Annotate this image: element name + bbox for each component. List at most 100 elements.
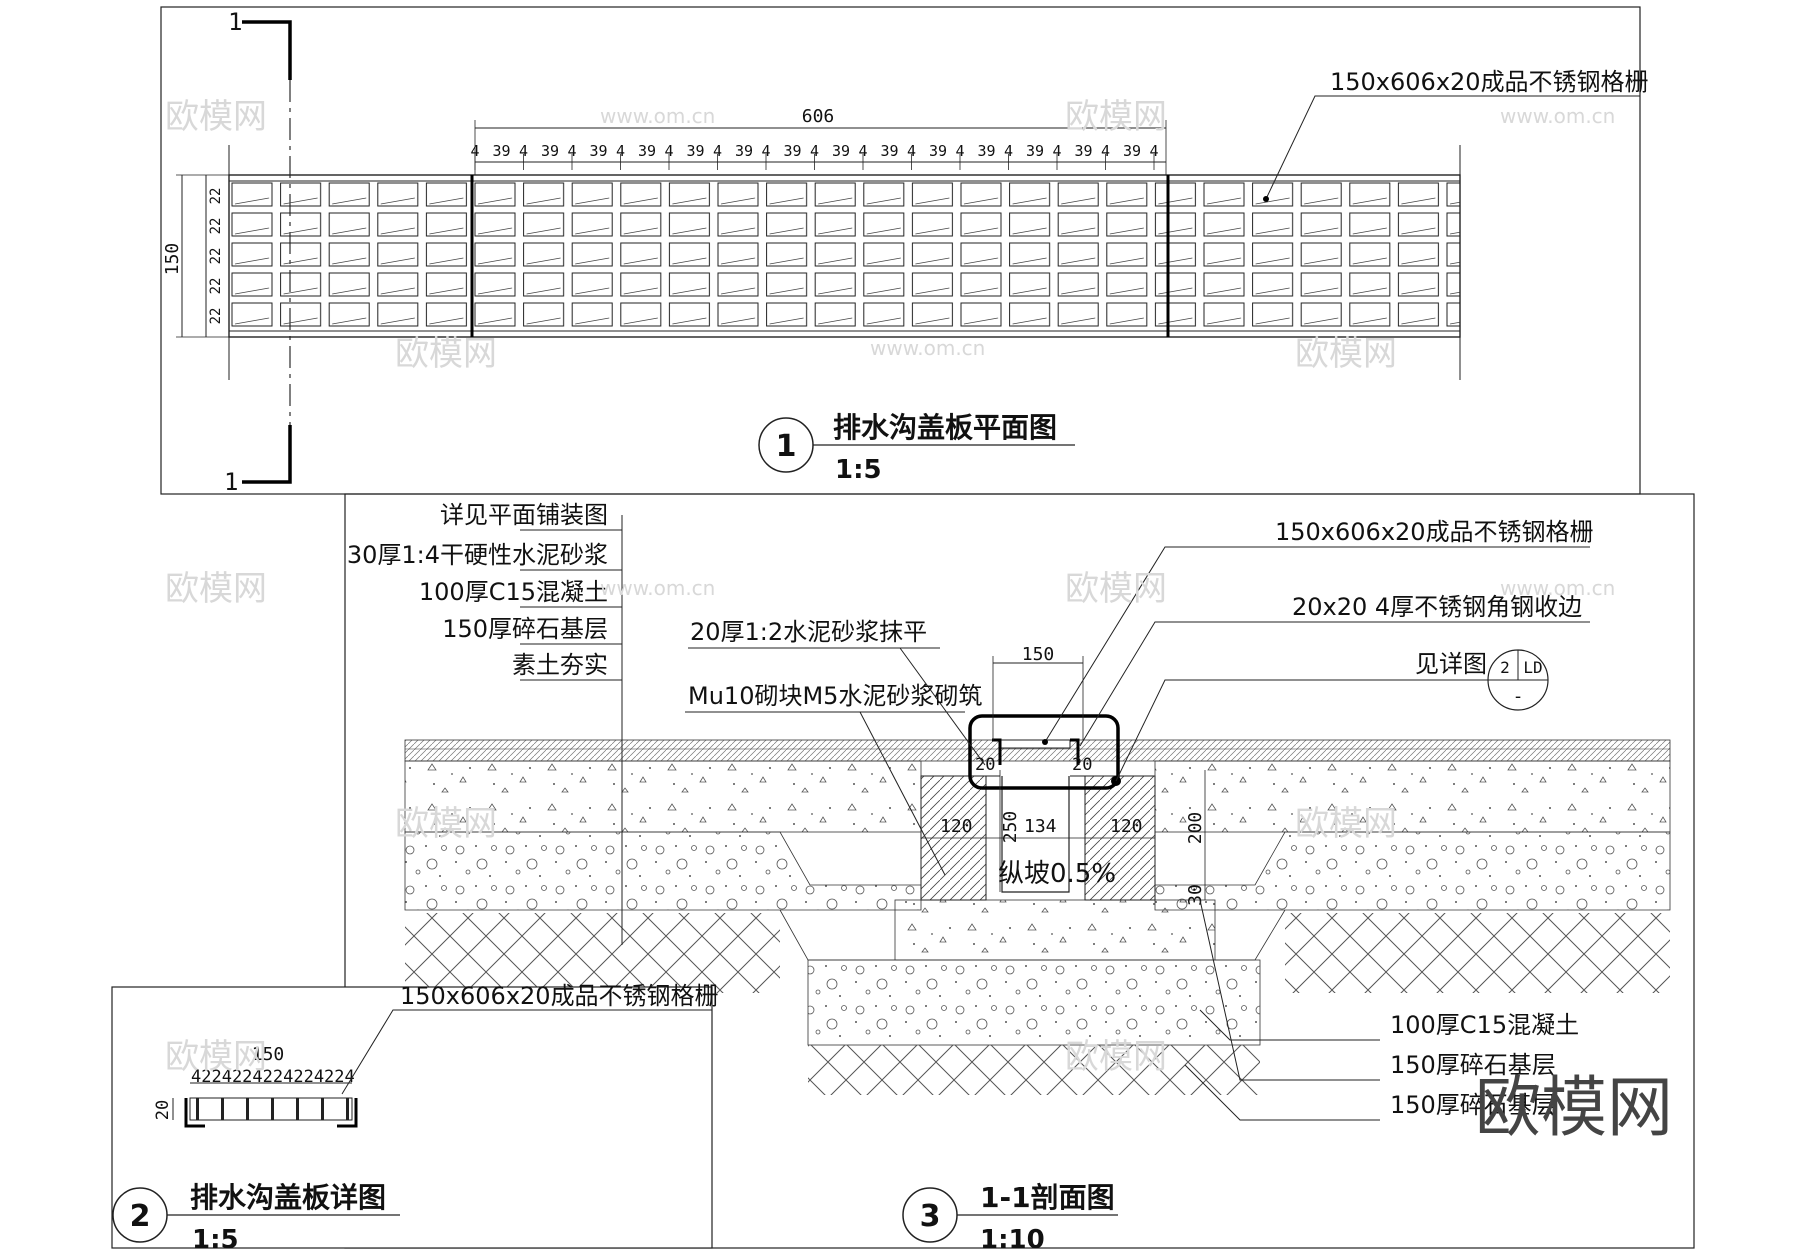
section-slope: 纵坡0.5% xyxy=(998,859,1116,889)
section-title: 1-1剖面图 xyxy=(980,1181,1115,1214)
angle-leader xyxy=(1079,621,1590,747)
earth-hatch-bottom xyxy=(808,1045,1260,1095)
detail-bar xyxy=(196,1098,199,1120)
masonry-leader xyxy=(859,711,946,876)
plan-dim-gap: 39 xyxy=(881,142,899,160)
plan-dim-gap: 39 xyxy=(1075,142,1093,160)
watermark-logo: 欧模网 xyxy=(395,334,497,374)
left-layer-label: 150厚碎石基层 xyxy=(442,615,608,643)
plan-dim-row: 22 xyxy=(208,278,224,295)
watermark-url: www.om.cn xyxy=(600,576,715,600)
watermark-logo: 欧模网 xyxy=(395,804,497,844)
watermark-logo: 欧模网 xyxy=(1295,334,1397,374)
earth-hatch-right xyxy=(1285,913,1670,993)
angle-callout: 20x20 4厚不锈钢角钢收边 xyxy=(1292,593,1582,621)
plan-dim-gap: 39 xyxy=(978,142,996,160)
plan-dim-height: 150 xyxy=(162,243,183,276)
concrete-layer-right xyxy=(1154,760,1671,833)
plan-dim-gap: 39 xyxy=(1123,142,1141,160)
left-layer-label: 30厚1:4干硬性水泥砂浆 xyxy=(347,541,608,569)
right-layer-leader xyxy=(1184,1064,1380,1121)
grating-leader xyxy=(1044,546,1590,743)
section-dim-250: 250 xyxy=(1000,811,1021,844)
watermark-url: www.om.cn xyxy=(600,104,715,128)
section-dim-200: 200 xyxy=(1185,812,1206,845)
right-layer-label: 150厚碎石基层 xyxy=(1390,1051,1556,1079)
plan-dim-bar: 4 xyxy=(955,142,964,160)
section-mark-top: 1 xyxy=(228,8,242,36)
watermark-logo: 欧模网 xyxy=(1065,97,1167,137)
left-layer-label: 素土夯实 xyxy=(512,651,608,679)
plan-dim-bar: 4 xyxy=(907,142,916,160)
base-gravel xyxy=(807,959,1261,1046)
plan-dim-bar: 4 xyxy=(616,142,625,160)
plan-dim-row: 22 xyxy=(208,248,224,265)
detail-ref-number: 2 xyxy=(1500,658,1510,677)
plan-title-number: 1 xyxy=(776,429,797,464)
plaster-leader xyxy=(899,647,986,766)
watermark-logo: 欧模网 xyxy=(1065,569,1167,609)
section-panel: 150 20 20 120 120 134 250 纵坡0.5% 200 30 … xyxy=(344,493,1695,1255)
watermark-logo: 欧模网 xyxy=(165,97,267,137)
plan-dim-total: 606 xyxy=(802,106,835,127)
plaster-label: 20厚1:2水泥砂浆抹平 xyxy=(690,618,927,646)
section-frame xyxy=(344,493,1695,1249)
detail-ref-leader xyxy=(1115,679,1495,782)
plan-title: 排水沟盖板平面图 xyxy=(833,411,1057,444)
plan-dim-bar: 4 xyxy=(810,142,819,160)
section-dim-width: 150 xyxy=(1022,644,1055,665)
plan-grating-cells xyxy=(229,182,1460,330)
plan-dim-row: 22 xyxy=(208,308,224,325)
watermark-url: www.om.cn xyxy=(870,336,985,360)
left-layer-label: 详见平面铺装图 xyxy=(440,501,608,529)
plan-dim-gap: 39 xyxy=(735,142,753,160)
right-layer-label: 150厚碎石基层 xyxy=(1390,1091,1556,1119)
detail-dim-spacing: 4224224224224224 xyxy=(191,1067,355,1087)
plan-dim-bar: 4 xyxy=(470,142,479,160)
plan-dim-bar: 4 xyxy=(1101,142,1110,160)
right-layer-leader xyxy=(1199,899,1380,1081)
plan-dim-gap: 39 xyxy=(638,142,656,160)
watermark-logo: 欧模网 xyxy=(1295,804,1397,844)
detail-bar xyxy=(271,1098,274,1120)
section-mark-bottom: 1 xyxy=(224,468,238,496)
right-layer-labels: 100厚C15混凝土 150厚碎石基层 150厚碎石基层 xyxy=(1390,1011,1579,1119)
section-dim-20-right: 20 xyxy=(1072,755,1092,775)
plan-dim-bar: 4 xyxy=(567,142,576,160)
detail-bar xyxy=(346,1098,349,1120)
channel-inner xyxy=(1001,776,1070,893)
section-grating xyxy=(999,739,1071,749)
detail-title-number: 2 xyxy=(130,1199,151,1234)
plan-dim-bar: 4 xyxy=(1149,142,1158,160)
detail-callout-box xyxy=(968,714,1120,790)
earth-hatch-left xyxy=(405,913,780,993)
base-concrete xyxy=(894,899,1216,961)
detail-dim-width: 150 xyxy=(252,1044,285,1065)
detail-ref-dash: - xyxy=(1513,686,1524,707)
right-layer-label: 100厚C15混凝土 xyxy=(1390,1011,1579,1039)
detail-panel: 150 4224224224224224 20 150x606x20成品不锈钢格… xyxy=(111,982,719,1255)
watermark-logo: 欧模网 xyxy=(165,569,267,609)
section-dim-120-left: 120 xyxy=(940,816,973,837)
plan-dim-bar: 4 xyxy=(1052,142,1061,160)
detail-callout: 150x606x20成品不锈钢格栅 xyxy=(400,982,719,1010)
plan-dim-gap: 39 xyxy=(541,142,559,160)
plan-dim-gap: 39 xyxy=(493,142,511,160)
detail-ref-sheet: LD xyxy=(1523,658,1542,677)
watermark-logo: 欧模网 xyxy=(1065,1037,1167,1077)
plan-dim-bar: 4 xyxy=(519,142,528,160)
plan-dim-row: 22 xyxy=(208,188,224,205)
plan-dim-row: 22 xyxy=(208,218,224,235)
detail-scale: 1:5 xyxy=(192,1225,239,1255)
detail-bar xyxy=(296,1098,299,1120)
watermark-url: www.om.cn xyxy=(1500,576,1615,600)
section-dim-30: 30 xyxy=(1185,884,1206,906)
detail-callout-leader xyxy=(341,1009,712,1095)
plan-dim-bar: 4 xyxy=(1004,142,1013,160)
plan-callout-dot xyxy=(1263,196,1269,202)
section-scale: 1:10 xyxy=(980,1225,1045,1255)
left-layer-labels: 详见平面铺装图30厚1:4干硬性水泥砂浆100厚C15混凝土150厚碎石基层素土… xyxy=(347,501,622,681)
gravel-layer-right xyxy=(1154,831,1671,911)
